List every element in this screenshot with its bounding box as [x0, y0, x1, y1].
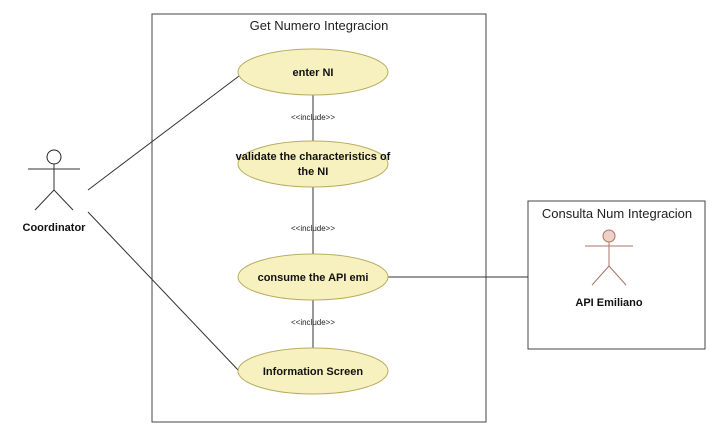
usecase-consume-api[interactable] [237, 253, 389, 301]
usecase-consume-api-label: consume the API emi [258, 272, 369, 284]
coordinator-left-leg [34, 189, 55, 211]
usecase-validate-ni-label-line2: the NI [298, 166, 329, 178]
api-emiliano-actor[interactable] [585, 229, 633, 286]
include-label-1: <<include>> [291, 113, 335, 122]
usecase-information-screen[interactable] [237, 347, 389, 395]
usecase-information-screen-label: Information Screen [263, 366, 364, 378]
api-emiliano-left-leg [591, 265, 610, 286]
api-emiliano-label: API Emiliano [575, 297, 643, 309]
usecase-enter-ni-label: enter NI [293, 67, 334, 79]
include-label-2: <<include>> [291, 224, 335, 233]
coordinator-label: Coordinator [23, 222, 87, 234]
coordinator-actor[interactable] [28, 149, 80, 211]
coordinator-to-enter-association [87, 75, 240, 191]
api-emiliano-head [602, 229, 616, 243]
coordinator-head [46, 149, 62, 165]
main-system-boundary [151, 13, 487, 423]
external-system-title: Consulta Num Integracion [542, 206, 692, 221]
usecase-validate-ni-label-line1: validate the characteristics of [236, 151, 391, 163]
api-emiliano-right-leg [608, 265, 627, 286]
usecase-validate-ni[interactable] [237, 140, 389, 188]
main-system-title: Get Numero Integracion [250, 18, 389, 33]
usecase-enter-ni[interactable] [237, 48, 389, 96]
coordinator-right-leg [53, 189, 74, 211]
include-label-3: <<include>> [291, 318, 335, 327]
coordinator-to-information-association [87, 211, 240, 372]
external-system-boundary [527, 200, 706, 350]
